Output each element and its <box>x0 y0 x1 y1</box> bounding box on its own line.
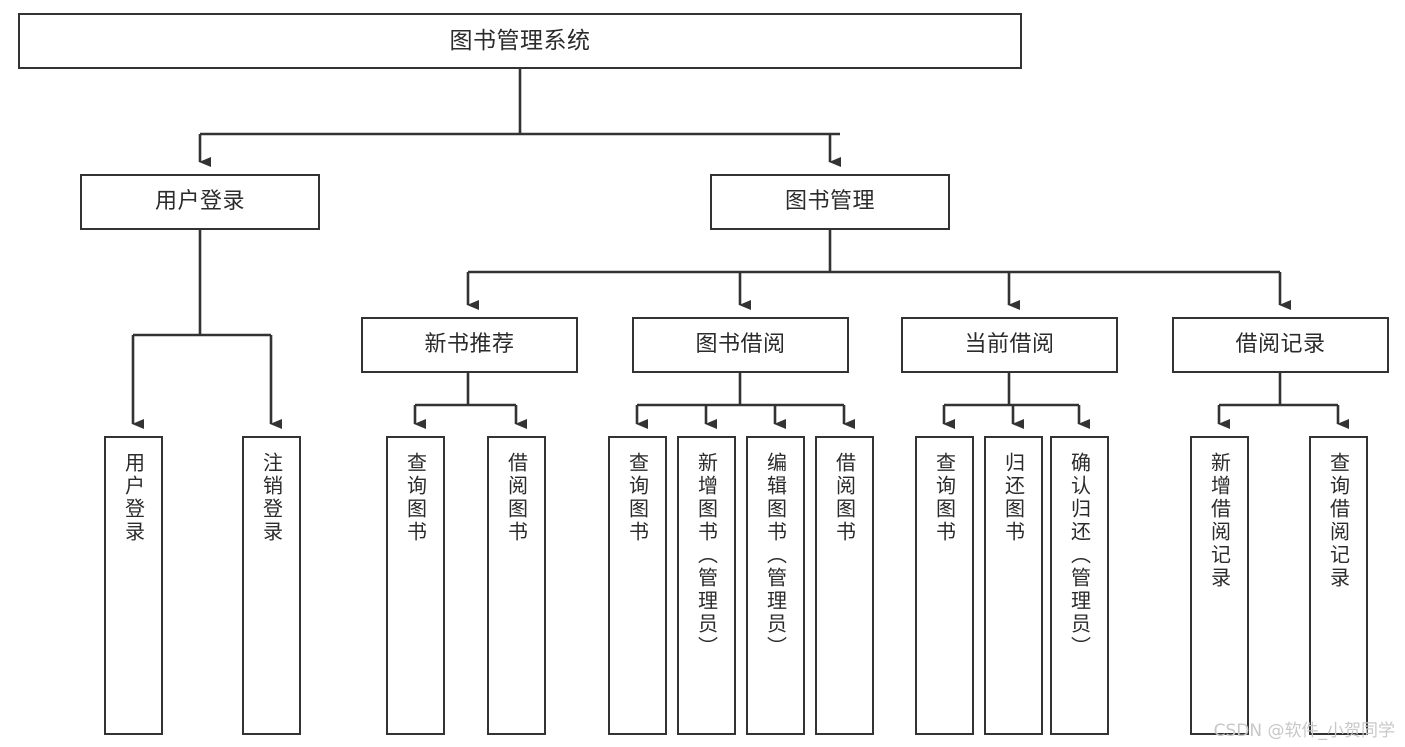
node-label: 归还图书 <box>1001 452 1026 544</box>
node-label: 借阅记录 <box>1235 332 1326 358</box>
edge-bookborrow-to-leaves <box>635 373 855 429</box>
node-leaf-edit-book[interactable]: 编辑图书（管理员） <box>746 436 805 735</box>
node-label: 查询图书 <box>932 452 957 544</box>
node-leaf-query-book-rec[interactable]: 查询图书 <box>386 436 445 735</box>
node-user-login[interactable]: 用户登录 <box>80 174 320 230</box>
node-label: 新增图书（管理员） <box>694 452 719 659</box>
node-borrow-record[interactable]: 借阅记录 <box>1172 317 1389 373</box>
node-leaf-borrow-book-rec[interactable]: 借阅图书 <box>487 436 546 735</box>
node-label: 当前借阅 <box>964 332 1055 358</box>
node-current-borrow[interactable]: 当前借阅 <box>901 317 1118 373</box>
node-leaf-query-book-current[interactable]: 查询图书 <box>915 436 974 735</box>
node-leaf-return-book[interactable]: 归还图书 <box>984 436 1043 735</box>
edge-bookmanage-to-level3 <box>466 230 1291 310</box>
node-leaf-logout[interactable]: 注销登录 <box>242 436 301 735</box>
node-label: 借阅图书 <box>504 452 529 544</box>
node-label: 新书推荐 <box>424 332 515 358</box>
node-leaf-confirm-return[interactable]: 确认归还（管理员） <box>1050 436 1109 735</box>
node-label: 编辑图书（管理员） <box>763 452 788 659</box>
node-book-borrow[interactable]: 图书借阅 <box>632 317 849 373</box>
node-leaf-add-record[interactable]: 新增借阅记录 <box>1190 436 1249 735</box>
edge-userlogin-to-leaves <box>131 230 282 429</box>
node-label: 查询图书 <box>403 452 428 544</box>
node-leaf-user-login[interactable]: 用户登录 <box>104 436 163 735</box>
node-label: 注销登录 <box>259 452 284 544</box>
node-label: 图书管理系统 <box>449 27 591 54</box>
node-new-book-rec[interactable]: 新书推荐 <box>361 317 578 373</box>
node-label: 图书管理 <box>784 189 875 215</box>
node-label: 查询借阅记录 <box>1326 452 1351 590</box>
node-label: 查询图书 <box>625 452 650 544</box>
node-label: 图书借阅 <box>695 332 786 358</box>
edge-borrowrecord-to-leaves <box>1217 373 1349 429</box>
node-label: 用户登录 <box>154 189 245 215</box>
node-book-manage[interactable]: 图书管理 <box>710 174 950 230</box>
node-leaf-query-book-borrow[interactable]: 查询图书 <box>608 436 667 735</box>
edge-newbookrec-to-leaves <box>413 373 527 429</box>
edge-root-to-level2 <box>198 69 841 167</box>
node-label: 借阅图书 <box>832 452 857 544</box>
node-leaf-borrow-book[interactable]: 借阅图书 <box>815 436 874 735</box>
node-label: 用户登录 <box>121 452 146 544</box>
node-label: 新增借阅记录 <box>1207 452 1232 590</box>
node-label: 确认归还（管理员） <box>1067 452 1092 659</box>
node-leaf-add-book[interactable]: 新增图书（管理员） <box>677 436 736 735</box>
node-leaf-query-record[interactable]: 查询借阅记录 <box>1309 436 1368 735</box>
edge-currentborrow-to-leaves <box>942 373 1090 429</box>
node-root-system[interactable]: 图书管理系统 <box>18 13 1022 69</box>
